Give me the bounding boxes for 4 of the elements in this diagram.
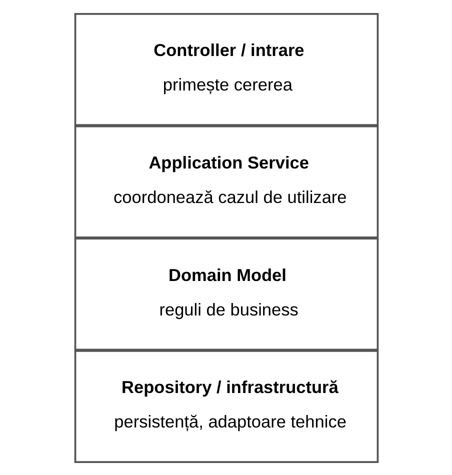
node-box: Controller / intrare primește cererea <box>74 12 378 126</box>
node-box: Domain Model reguli de business <box>74 237 378 350</box>
node-box: Application Service coordonează cazul de utilizare <box>74 124 378 238</box>
node-box: Repository / infrastructură persistență, adaptoare tehnice <box>74 350 378 462</box>
